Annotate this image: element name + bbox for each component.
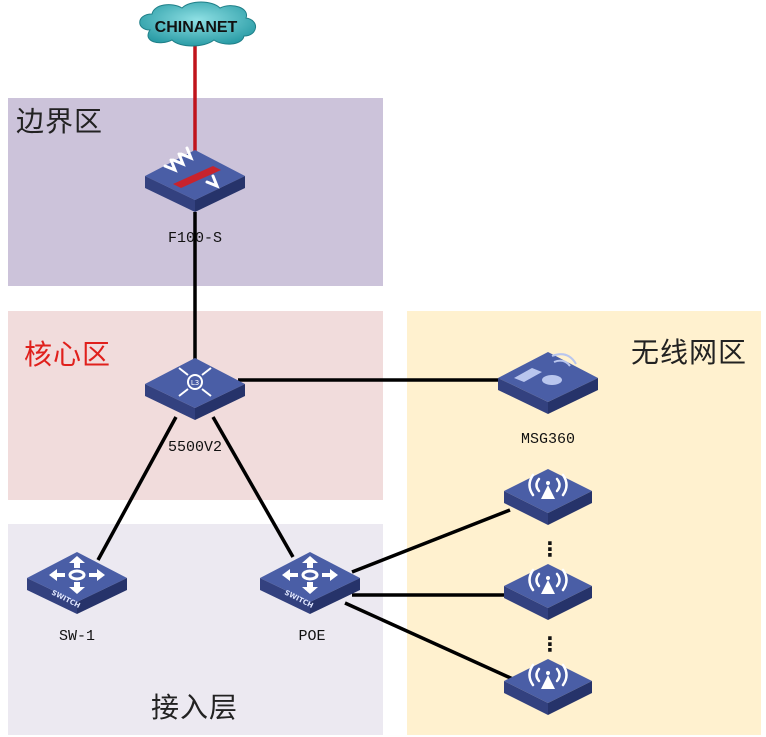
node-ap3[interactable] xyxy=(504,659,592,715)
node-poe-label: POE xyxy=(298,628,325,645)
node-controller-label: MSG360 xyxy=(521,431,575,448)
zone-border-label: 边界区 xyxy=(16,105,104,138)
switch-icon: SWITCH xyxy=(27,552,127,614)
node-ap2[interactable] xyxy=(504,564,592,620)
node-internet-label: CHINANET xyxy=(155,19,238,36)
node-core-switch-label: 5500V2 xyxy=(168,439,222,456)
access-point-icon xyxy=(504,564,592,620)
link-core_switch-sw1 xyxy=(96,416,178,561)
node-firewall-label: F100-S xyxy=(168,230,222,247)
wireless-controller-icon xyxy=(498,352,598,414)
node-sw1[interactable]: SWITCH SW-1 xyxy=(27,552,127,645)
node-controller[interactable]: MSG360 xyxy=(498,352,598,448)
ellipsis-more-aps: ⋮ xyxy=(540,537,560,561)
switch-icon: SWITCH xyxy=(260,552,360,614)
ellipsis-more-aps: ⋮ xyxy=(540,632,560,656)
zone-access-label: 接入层 xyxy=(151,691,239,724)
links-layer xyxy=(96,46,516,682)
node-internet[interactable]: CHINANET xyxy=(139,1,256,47)
firewall-icon xyxy=(145,146,245,212)
cloud-icon xyxy=(139,1,256,47)
node-firewall[interactable]: F100-S xyxy=(145,146,245,247)
link-core_switch-poe xyxy=(211,416,295,558)
access-point-icon xyxy=(504,659,592,715)
access-point-icon xyxy=(504,469,592,525)
node-sw1-label: SW-1 xyxy=(59,628,95,645)
link-poe-ap1 xyxy=(351,508,511,574)
zone-core-label: 核心区 xyxy=(24,338,112,371)
link-poe-ap3 xyxy=(344,601,516,682)
svg-text:L3: L3 xyxy=(191,379,199,387)
zone-core: 核心区 xyxy=(8,311,383,500)
node-poe[interactable]: SWITCH POE xyxy=(260,552,360,645)
l3-switch-icon: L3 xyxy=(145,358,245,420)
node-ap1[interactable] xyxy=(504,469,592,525)
node-core-switch[interactable]: L3 5500V2 xyxy=(145,358,245,456)
zone-wireless-label: 无线网区 xyxy=(631,336,748,369)
